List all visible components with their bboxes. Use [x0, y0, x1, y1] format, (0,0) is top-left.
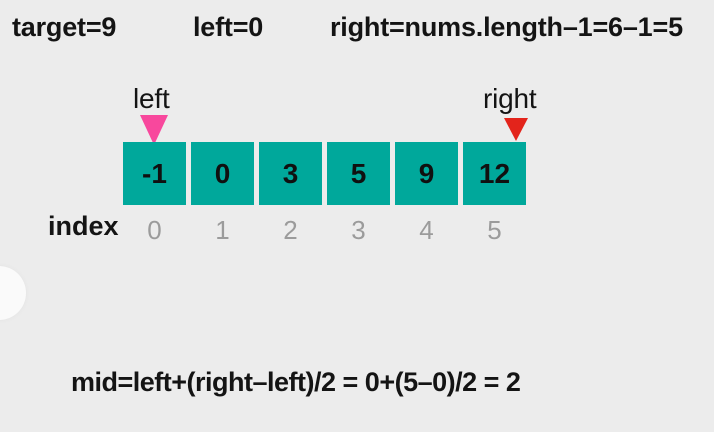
array-cells-row: -1 0 3 5 9 12: [123, 142, 526, 205]
array-cell: 12: [463, 142, 526, 205]
mid-formula-text: mid=left+(right–left)/2 = 0+(5–0)/2 = 2: [71, 367, 521, 397]
array-cell: -1: [123, 142, 186, 205]
right-pointer-label: right: [483, 83, 537, 114]
index-number: 3: [351, 215, 366, 245]
index-number: 5: [487, 215, 502, 245]
index-number: 0: [147, 215, 162, 245]
array-cell: 3: [259, 142, 322, 205]
left-pointer-arrow-icon: [140, 115, 168, 145]
array-cell: 5: [327, 142, 390, 205]
player-control-partial[interactable]: [0, 266, 26, 320]
left-value-text: left=0: [193, 12, 264, 42]
array-cell: 0: [191, 142, 254, 205]
index-number: 4: [419, 215, 434, 245]
index-label: index: [48, 211, 119, 241]
left-pointer-label: left: [133, 83, 170, 114]
target-value-text: target=9: [12, 12, 117, 42]
right-value-text: right=nums.length–1=6–1=5: [330, 12, 683, 42]
index-number: 1: [215, 215, 230, 245]
index-numbers-row: 0 1 2 3 4 5: [123, 215, 526, 246]
index-number: 2: [283, 215, 298, 245]
right-pointer-arrow-icon: [504, 118, 528, 141]
array-cell: 9: [395, 142, 458, 205]
